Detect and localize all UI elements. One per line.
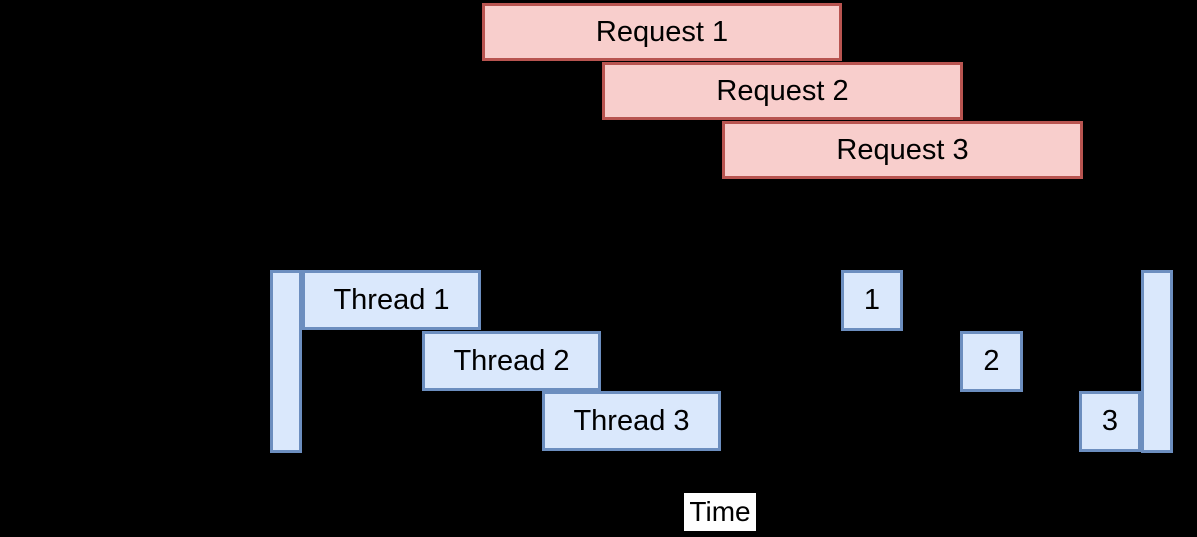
request-1-box: Request 1: [482, 3, 842, 61]
request-2-box: Request 2: [602, 62, 963, 120]
response-1-box: 1: [841, 270, 903, 331]
response-2-box: 2: [960, 331, 1023, 392]
thread-pool-end-bar: [1141, 270, 1173, 453]
thread-pool-start-bar: [270, 270, 302, 453]
response-3-box: 3: [1079, 391, 1141, 452]
thread-1-box: Thread 1: [302, 270, 481, 330]
thread-3-box: Thread 3: [542, 391, 721, 451]
time-axis-label: Time: [684, 493, 756, 531]
request-3-box: Request 3: [722, 121, 1083, 179]
thread-2-box: Thread 2: [422, 331, 601, 391]
